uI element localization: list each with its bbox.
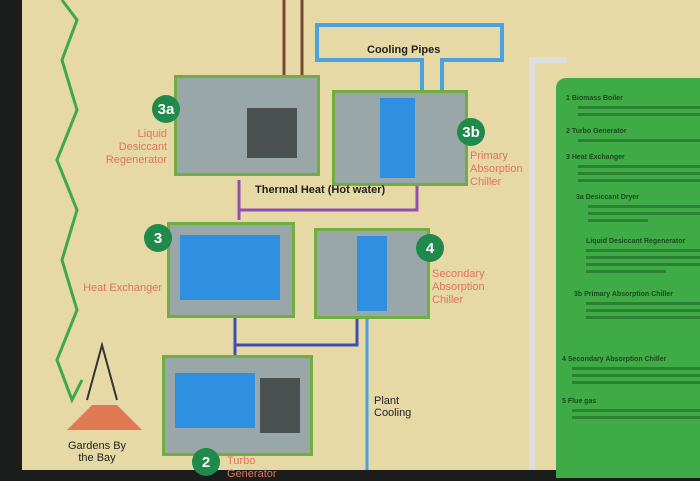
label-regenerator: Liquid Desiccant Regenerator <box>105 128 167 166</box>
regenerator-image <box>174 75 320 176</box>
panel-heading: Liquid Desiccant Regenerator <box>586 238 686 245</box>
thermal-heat-line <box>237 185 419 220</box>
badge-3a: 3a <box>152 95 180 123</box>
label-secondary-chiller: Secondary Absorption Chiller <box>432 268 485 306</box>
thermal-heat-label: Thermal Heat (Hot water) <box>255 184 386 196</box>
panel-heading: 2 Turbo Generator <box>566 128 627 135</box>
hx-chiller-line <box>235 310 359 347</box>
power-line <box>55 0 84 404</box>
gardens-label: Gardens By the Bay <box>67 440 127 464</box>
label-heat-exchanger: Heat Exchanger <box>83 282 162 294</box>
right-cooling-pipe <box>529 57 567 470</box>
panel-heading: 3 Heat Exchanger <box>566 154 625 161</box>
panel-heading: 5 Flue gas <box>562 398 597 405</box>
turbo-generator-image <box>162 355 313 456</box>
badge-4: 4 <box>416 234 444 262</box>
flow-lines <box>55 0 567 470</box>
badge-3: 3 <box>144 224 172 252</box>
heat-exchanger-image <box>167 222 295 318</box>
panel-heading: 3a Desiccant Dryer <box>576 194 640 201</box>
panel-heading: 3b Primary Absorption Chiller <box>574 291 673 298</box>
panel-heading: 1 Biomass Boiler <box>566 95 623 102</box>
power-tower <box>86 341 118 401</box>
label-turbo-generator: Turbo Generator <box>227 455 277 480</box>
secondary-chiller-image <box>314 228 430 319</box>
cooling-pipes-label: Cooling Pipes <box>367 44 441 56</box>
ground <box>67 405 142 430</box>
plant-cooling-label: Plant Cooling <box>374 395 412 419</box>
badge-2: 2 <box>192 448 220 476</box>
badge-3b: 3b <box>457 118 485 146</box>
label-primary-chiller: Primary Absorption Chiller <box>470 150 523 188</box>
primary-chiller-image <box>332 90 468 186</box>
legend-panel: 1 Biomass Boiler 2 Turbo Generator 3 Hea… <box>556 78 700 478</box>
panel-heading: 4 Secondary Absorption Chiller <box>562 356 667 363</box>
cooling-pipe-loop <box>315 23 504 95</box>
